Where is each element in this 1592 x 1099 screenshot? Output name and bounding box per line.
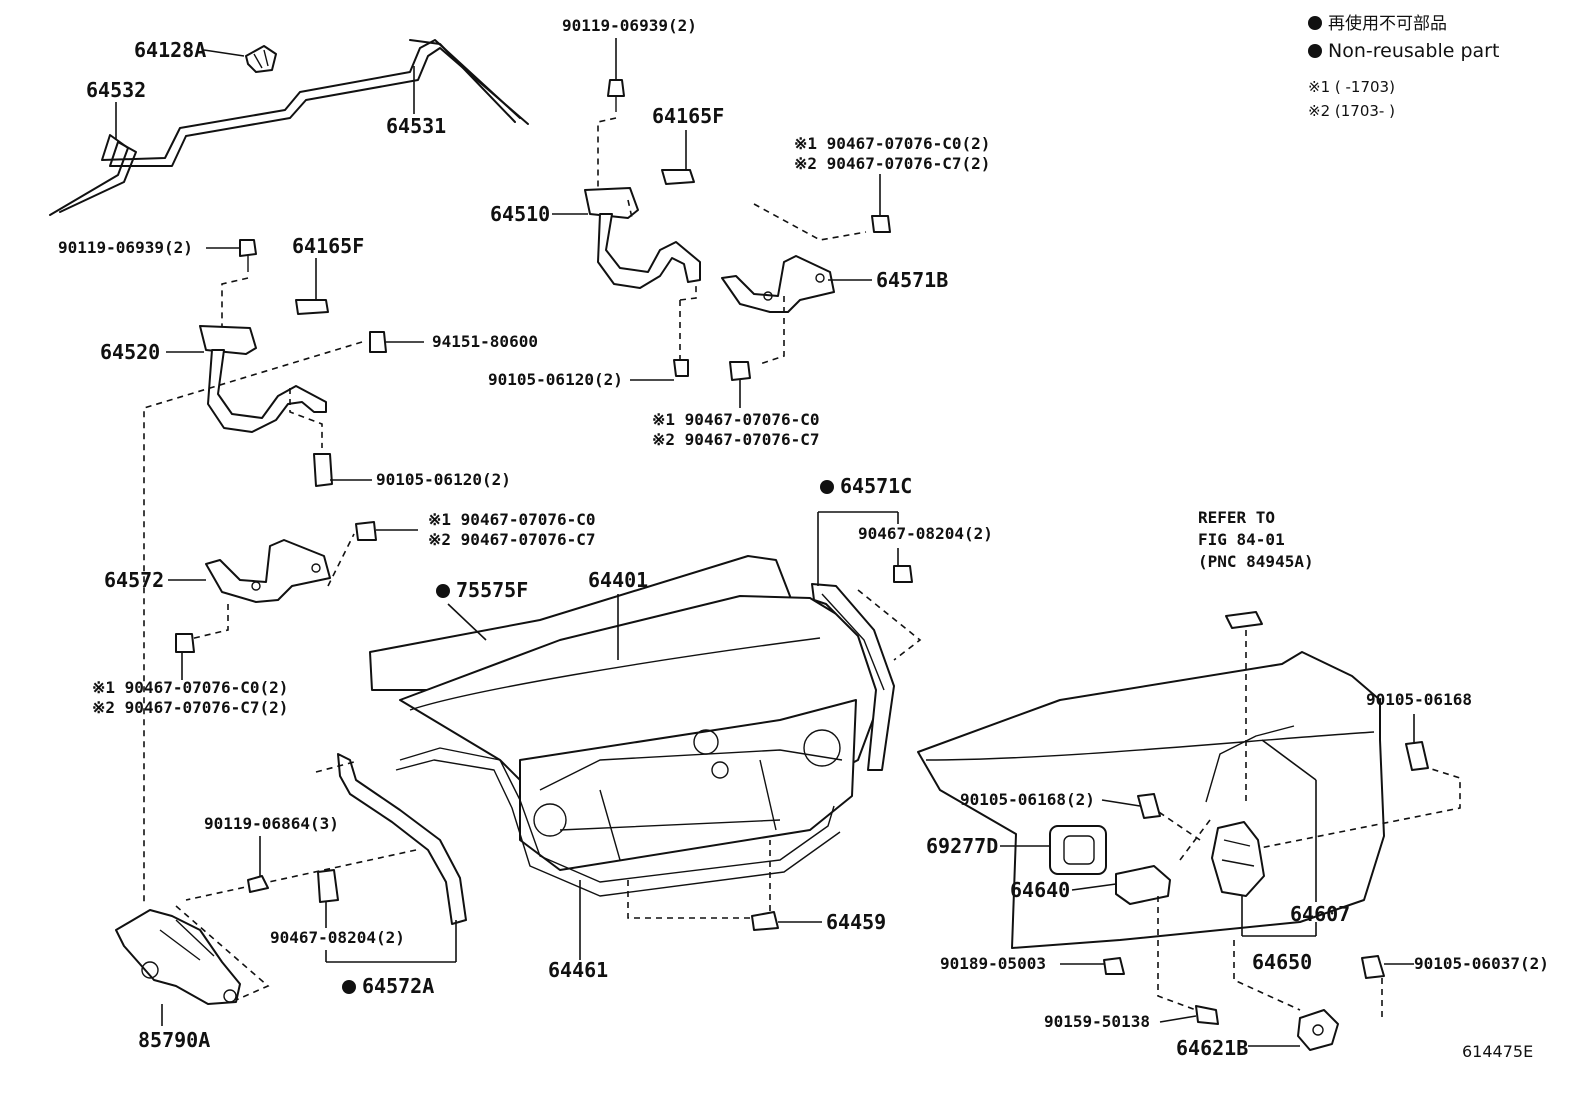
label-64571C: 64571C: [820, 476, 912, 496]
bolt-90105-06037-shape: [1361, 955, 1385, 979]
clip-bottom-shape: [175, 633, 195, 653]
seal-64571C-shape: [811, 583, 895, 771]
seal-64461-outer: [395, 759, 841, 897]
leader-lines: [115, 38, 1415, 1047]
label-collar-upper-2: ※2 90467-07076-C7(2): [794, 154, 991, 173]
label-90105-06168-right: 90105-06168: [1366, 690, 1472, 709]
label-64459: 64459: [826, 910, 887, 934]
non-reusable-marker-icon: [436, 584, 450, 598]
bolt-90105-left-shape: [313, 453, 333, 487]
release-cable-shape: [1205, 725, 1295, 803]
legend-non-reusable-jp: 再使用不可部品: [1308, 16, 1447, 33]
clip-64459-shape: [751, 911, 779, 931]
clip-upper-shape: [871, 215, 891, 233]
lock-64650-shape: [1211, 821, 1265, 897]
label-75575F: 75575F: [436, 580, 528, 600]
light-69277D-shape: [1049, 825, 1107, 875]
bolt-top-shape: [607, 79, 625, 97]
label-collar-mid-2: ※2 90467-07076-C7: [652, 430, 820, 449]
non-reusable-marker-icon: [342, 980, 356, 994]
refer-line-2: FIG 84-01: [1198, 530, 1285, 549]
pad-64165F-top-shape: [661, 169, 695, 185]
label-64401: 64401: [588, 568, 649, 592]
bushing-94151-shape: [369, 331, 387, 353]
label-64510: 64510: [490, 202, 551, 226]
label-collar-bottom-2: ※2 90467-07076-C7(2): [92, 698, 289, 717]
label-64128A: 64128A: [134, 38, 207, 62]
label-85790A: 85790A: [138, 1028, 211, 1052]
bolt-90105-06168-mid-shape: [1137, 793, 1161, 819]
label-64461: 64461: [548, 958, 609, 982]
label-64572: 64572: [104, 568, 165, 592]
label-94151-80600: 94151-80600: [432, 332, 538, 351]
label-69277D: 69277D: [926, 834, 999, 858]
label-collar-bottom-1: ※1 90467-07076-C0(2): [92, 678, 289, 697]
label-64165F-top: 64165F: [652, 104, 725, 128]
screw-90159-shape: [1195, 1005, 1219, 1025]
clip-90467-08204-left-shape: [317, 869, 339, 903]
label-90105-06168-mid: 90105-06168(2): [960, 790, 1095, 809]
label-64621B: 64621B: [1176, 1036, 1249, 1060]
bolt-left-shape: [239, 239, 257, 257]
label-90189-05003: 90189-05003: [940, 954, 1046, 973]
legend-non-reusable-en: Non-reusable part: [1308, 42, 1499, 61]
clip-left-shape: [355, 521, 377, 541]
clip-mid-shape: [729, 361, 751, 381]
torsion-rod-wires: [49, 39, 529, 216]
non-reusable-marker-icon: [1308, 16, 1322, 30]
label-64607: 64607: [1290, 902, 1351, 926]
striker-64621B-shape: [1297, 1009, 1339, 1051]
clip-right-shape: [893, 565, 913, 583]
label-collar-mid-1: ※1 90467-07076-C0: [652, 410, 820, 429]
label-90105-06037: 90105-06037(2): [1414, 954, 1549, 973]
label-64572A: 64572A: [342, 976, 434, 996]
legend-note-1: ※1 ( -1703): [1308, 78, 1395, 96]
bolt-90105-06168-right-shape: [1405, 741, 1429, 771]
motor-85790A-shape: [115, 909, 241, 1005]
refer-line-1: REFER TO: [1198, 508, 1276, 527]
label-collar-left-2: ※2 90467-07076-C7: [428, 530, 596, 549]
clip-90189-shape: [1103, 957, 1125, 975]
stay-64572A-shape: [337, 753, 467, 925]
label-90159-50138: 90159-50138: [1044, 1012, 1150, 1031]
bolt-90105-mid-shape: [673, 359, 689, 377]
label-64532: 64532: [86, 78, 147, 102]
label-64650: 64650: [1252, 950, 1313, 974]
bolt-90119-06864-shape: [247, 875, 269, 893]
clip-64128A-shape: [245, 45, 277, 73]
handle-ref-shape: [1225, 611, 1263, 629]
label-collar-upper-1: ※1 90467-07076-C0(2): [794, 134, 991, 153]
label-90119-06939-left: 90119-06939(2): [58, 238, 193, 257]
non-reusable-marker-icon: [820, 480, 834, 494]
stay-64572-shape: [205, 539, 331, 603]
label-90119-06864: 90119-06864(3): [204, 814, 339, 833]
label-90467-08204-left: 90467-08204(2): [270, 928, 405, 947]
label-90467-08204-right: 90467-08204(2): [858, 524, 993, 543]
seal-64461-shape: [399, 747, 835, 883]
label-64520: 64520: [100, 340, 161, 364]
non-reusable-marker-icon: [1308, 44, 1322, 58]
label-64531: 64531: [386, 114, 447, 138]
stay-64571B-shape: [721, 255, 835, 313]
refer-line-3: (PNC 84945A): [1198, 552, 1314, 571]
hinge-64520-shape: [199, 325, 327, 433]
label-collar-left-1: ※1 90467-07076-C0: [428, 510, 596, 529]
label-90119-06939-top: 90119-06939(2): [562, 16, 697, 35]
label-90105-06120-mid: 90105-06120(2): [488, 370, 623, 389]
label-64165F-left: 64165F: [292, 234, 365, 258]
switch-64640-shape: [1115, 865, 1171, 905]
trunk-lid-64401-shape: [369, 555, 885, 871]
pad-64165F-left-shape: [295, 299, 329, 315]
legend-note-2: ※2 (1703- ): [1308, 102, 1395, 120]
hinge-64510-shape: [584, 187, 701, 289]
label-64640: 64640: [1010, 878, 1071, 902]
label-90105-06120-left: 90105-06120(2): [376, 470, 511, 489]
figure-id: 614475E: [1462, 1042, 1534, 1061]
label-64571B: 64571B: [876, 268, 949, 292]
